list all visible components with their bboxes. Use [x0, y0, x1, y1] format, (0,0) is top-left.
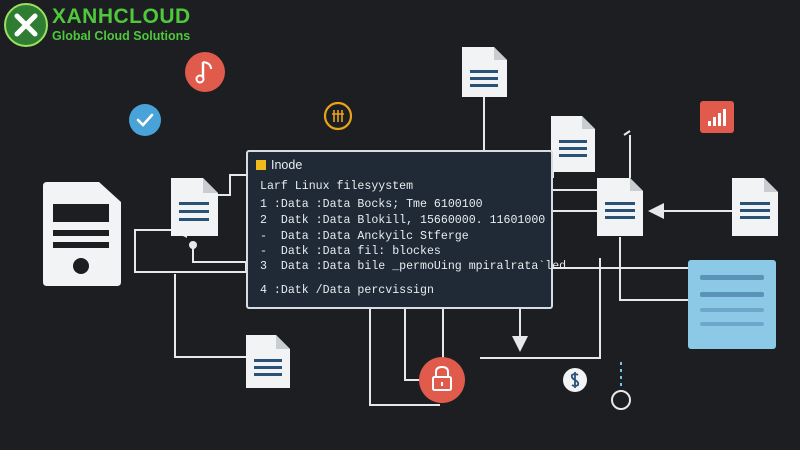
endpoint-circle-icon	[611, 390, 631, 410]
panel-line: 1 :Data :Data Bocks; Tme 6100100	[260, 198, 483, 211]
document-icon	[551, 116, 595, 172]
brand-tagline: Global Cloud Solutions	[52, 29, 191, 43]
panel-line: Larf Linux filesyystem	[260, 180, 414, 193]
panel-line: 4 :Datk /Data percvissign	[260, 284, 434, 297]
grid-lines-icon	[323, 101, 353, 131]
document-icon	[43, 182, 121, 286]
lock-icon	[419, 357, 465, 403]
inode-panel-title: Inode	[256, 158, 302, 172]
brand-name: XANHCLOUD	[52, 5, 191, 28]
panel-line: 3 Data :Data bile _permoUing mpiralrata`…	[260, 260, 567, 273]
inode-title-label: Inode	[271, 158, 303, 172]
panel-line: - Data :Data Anckyilc Stferge	[260, 230, 469, 243]
panel-line: - Datk :Data fil: blockes	[260, 245, 441, 258]
document-icon	[732, 178, 778, 236]
check-icon	[129, 104, 161, 136]
panel-line: 2 Datk :Data Blokill, 15660000. 11601000	[260, 214, 546, 227]
x-logo-icon	[4, 3, 48, 47]
inode-panel: Inode Larf Linux filesyystem 1 :Data :Da…	[246, 150, 566, 309]
junction-dot	[189, 241, 197, 249]
document-icon	[246, 335, 290, 388]
document-icon	[171, 178, 218, 236]
dollar-icon	[563, 368, 587, 392]
brand: XANHCLOUD Global Cloud Solutions	[4, 3, 191, 47]
document-icon	[462, 47, 507, 97]
database-table-icon	[688, 260, 776, 349]
document-icon	[597, 178, 643, 236]
connector-lines	[134, 95, 732, 406]
square-icon	[256, 160, 266, 170]
music-note-icon	[185, 52, 225, 92]
bar-chart-icon	[700, 101, 734, 133]
